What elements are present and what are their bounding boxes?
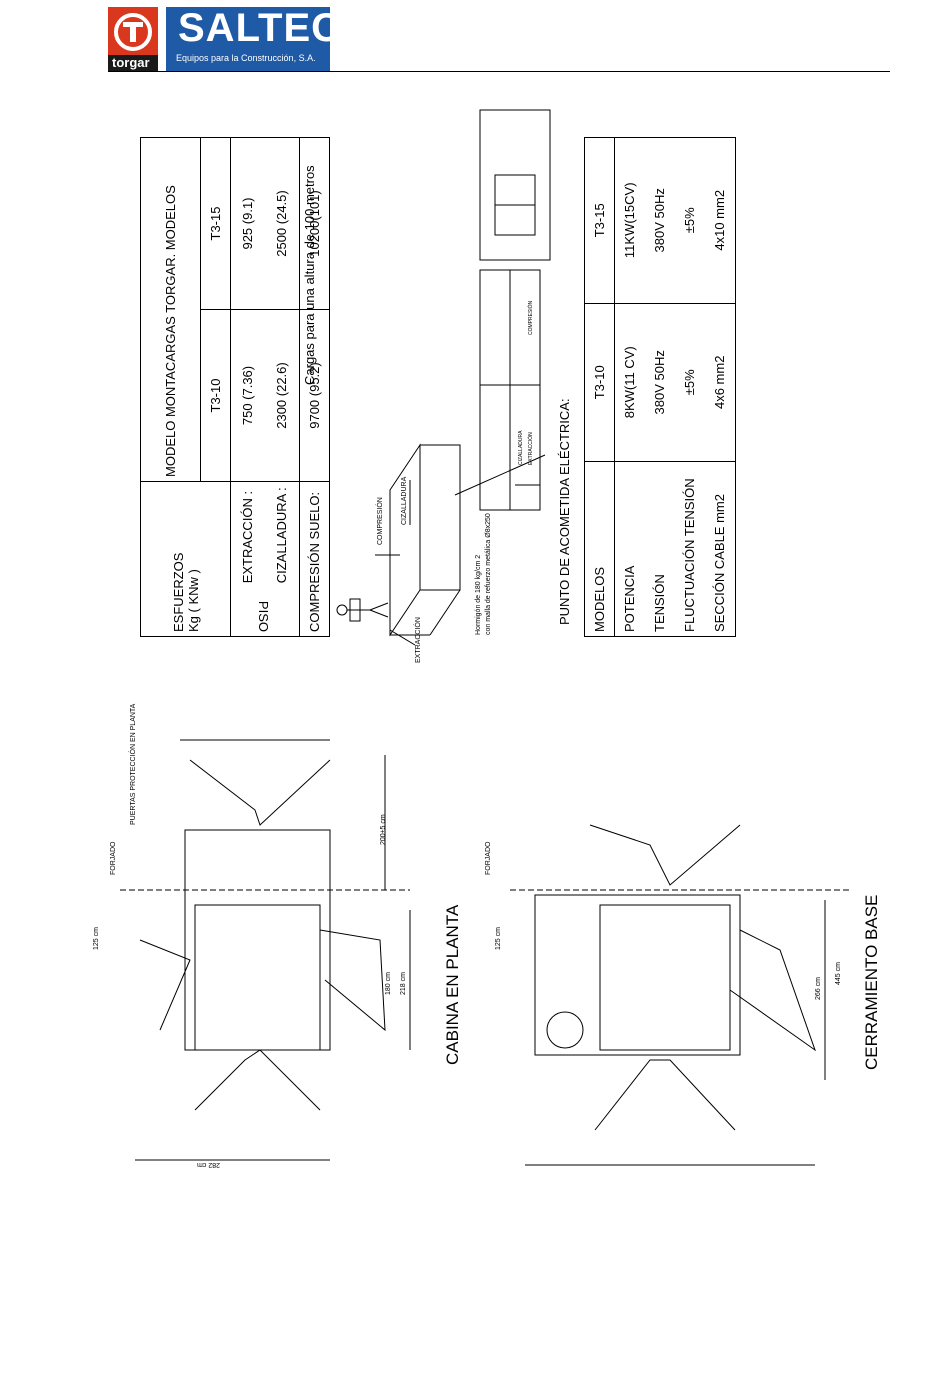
tiny-compresion: COMPRESIÓN (527, 300, 534, 335)
elec-col-t310: T3-10 (584, 303, 615, 462)
tiny-extraccion: EXTRACCIÓN (527, 432, 534, 465)
potencia-label: POTENCIA (622, 565, 637, 632)
slab-note-2: con malla de refuerzo metálica Ø8x250 (485, 513, 492, 635)
base-forjado-label: FORJADO (485, 841, 492, 875)
worker-figure (336, 604, 348, 616)
slab-note-1: Hormigón de 180 kg/cm 2 (475, 555, 482, 635)
header-divider (108, 71, 890, 72)
brand-tagline: Equipos para la Construcción, S.A. (176, 53, 316, 63)
seccion-t310: 4x6 mm2 (712, 355, 727, 410)
unit-label: Kg ( KNw ) (185, 569, 201, 632)
torgar-logo: torgar (108, 7, 158, 71)
brand-name: SALTEC (178, 6, 342, 50)
tension-t315: 380V 50Hz (652, 188, 667, 253)
forces-col-t310: T3-10 (200, 309, 231, 482)
cabin-plan-outline (184, 829, 331, 1051)
base-door-bottom (594, 1059, 736, 1131)
base-platform (599, 904, 731, 1051)
base-door-right (729, 929, 816, 1052)
base-dim-266: 266 cm (815, 977, 822, 1000)
slab-compresion-label: COMPRESIÓN (375, 497, 384, 545)
loads-caption: Cargas para una altura de 100 metros (302, 165, 317, 385)
door-swing-bottom (194, 1049, 321, 1111)
fluctuacion-t315: ±5% (682, 207, 697, 234)
tension-label: TENSIÓN (652, 574, 667, 632)
seccion-t315: 4x10 mm2 (712, 189, 727, 251)
row-cizalladura-label: CIZALLADURA : (274, 487, 289, 584)
saltec-logo (166, 7, 330, 71)
slab-cizalladura-label: CIZALLADURA (401, 476, 408, 525)
extraccion-t315: 925 (9.1) (240, 197, 255, 250)
electrical-title: PUNTO DE ACOMETIDA ELÉCTRICA: (557, 398, 572, 625)
plan-drawings: FORJADO PUERTAS PROTECCIÓN EN PLANTA 125… (93, 703, 881, 1168)
cabina-puertas-label: PUERTAS PROTECCIÓN EN PLANTA (128, 703, 137, 825)
tension-t310: 380V 50Hz (652, 350, 667, 415)
base-title: CERRAMIENTO BASE (862, 895, 881, 1070)
base-door-top (589, 824, 741, 886)
rotated-technical-section: ESFUERZOS Kg ( KNw ) MODELO MONTACARGAS … (135, 105, 945, 665)
tower-elevation-2 (479, 109, 551, 261)
door-swing-right (319, 929, 386, 1032)
base-dim-125: 125 cm (495, 927, 502, 950)
forces-t315-values: 925 (9.1) 2500 (24.5) (230, 137, 300, 310)
electrical-table: MODELOS T3-10 T3-15 POTENCIA TENSIÓN FLU… (584, 137, 736, 637)
cabina-forjado-label: FORJADO (110, 841, 117, 875)
torgar-logo-word: torgar (112, 55, 150, 70)
winch-drum (546, 1011, 584, 1049)
elec-t315-values: 11KW(15CV) 380V 50Hz ±5% 4x10 mm2 (614, 137, 736, 304)
models-header: MODELOS (584, 461, 615, 637)
cabina-title: CABINA EN PLANTA (443, 904, 462, 1065)
cabina-dim-200: 200±5 cm (380, 814, 387, 845)
forces-t310-values: 750 (7.36) 2300 (22.6) (230, 309, 300, 482)
elec-t310-values: 8KW(11 CV) 380V 50Hz ±5% 4x6 mm2 (614, 303, 736, 462)
concrete-slab (389, 443, 421, 637)
fluctuacion-label: FLUCTUACIÓN TENSIÓN (682, 478, 697, 632)
slab-extraccion-label: EXTRACCIÓN (413, 617, 422, 663)
forces-labels-cell: PISO EXTRACCIÓN : CIZALLADURA : (230, 481, 300, 637)
cabina-dim-180: 180 cm (385, 972, 392, 995)
esfuerzos-cell: ESFUERZOS Kg ( KNw ) (140, 481, 231, 637)
extraccion-arrow (389, 629, 416, 646)
cizalladura-t315: 2500 (24.5) (274, 190, 289, 257)
cizalladura-t310: 2300 (22.6) (274, 362, 289, 429)
mast-section-cabina (139, 939, 191, 1031)
base-enclosure-outline (534, 894, 741, 1056)
esfuerzos-label: ESFUERZOS (170, 552, 186, 632)
cabin-platform (194, 904, 321, 1051)
elec-row-labels: POTENCIA TENSIÓN FLUCTUACIÓN TENSIÓN SEC… (614, 461, 736, 637)
piso-label: PISO (256, 600, 272, 632)
cabina-dim-282: 282 cm (197, 1161, 220, 1168)
loads-diagram: COMPRESIÓN CIZALLADURA EXTRACCIÓN Hormig… (336, 109, 551, 663)
door-swing-top (189, 759, 331, 826)
base-dim-445: 445 cm (835, 962, 842, 985)
tiny-cizalladura: CIZALLADURA (518, 430, 524, 465)
potencia-t315: 11KW(15CV) (622, 182, 637, 259)
elec-col-t315: T3-15 (584, 137, 615, 304)
fluctuacion-t310: ±5% (682, 369, 697, 396)
forces-title: MODELO MONTACARGAS TORGAR. MODELOS (140, 137, 201, 482)
seccion-label: SECCIÓN CABLE mm2 (712, 494, 727, 632)
cabina-dim-218: 218 cm (400, 972, 407, 995)
row-extraccion-label: EXTRACCIÓN : (240, 490, 255, 584)
forces-col-t315: T3-15 (200, 137, 231, 310)
potencia-t310: 8KW(11 CV) (622, 346, 637, 419)
extraccion-t310: 750 (7.36) (240, 365, 255, 426)
cabina-dim-125: 125 cm (93, 927, 100, 950)
